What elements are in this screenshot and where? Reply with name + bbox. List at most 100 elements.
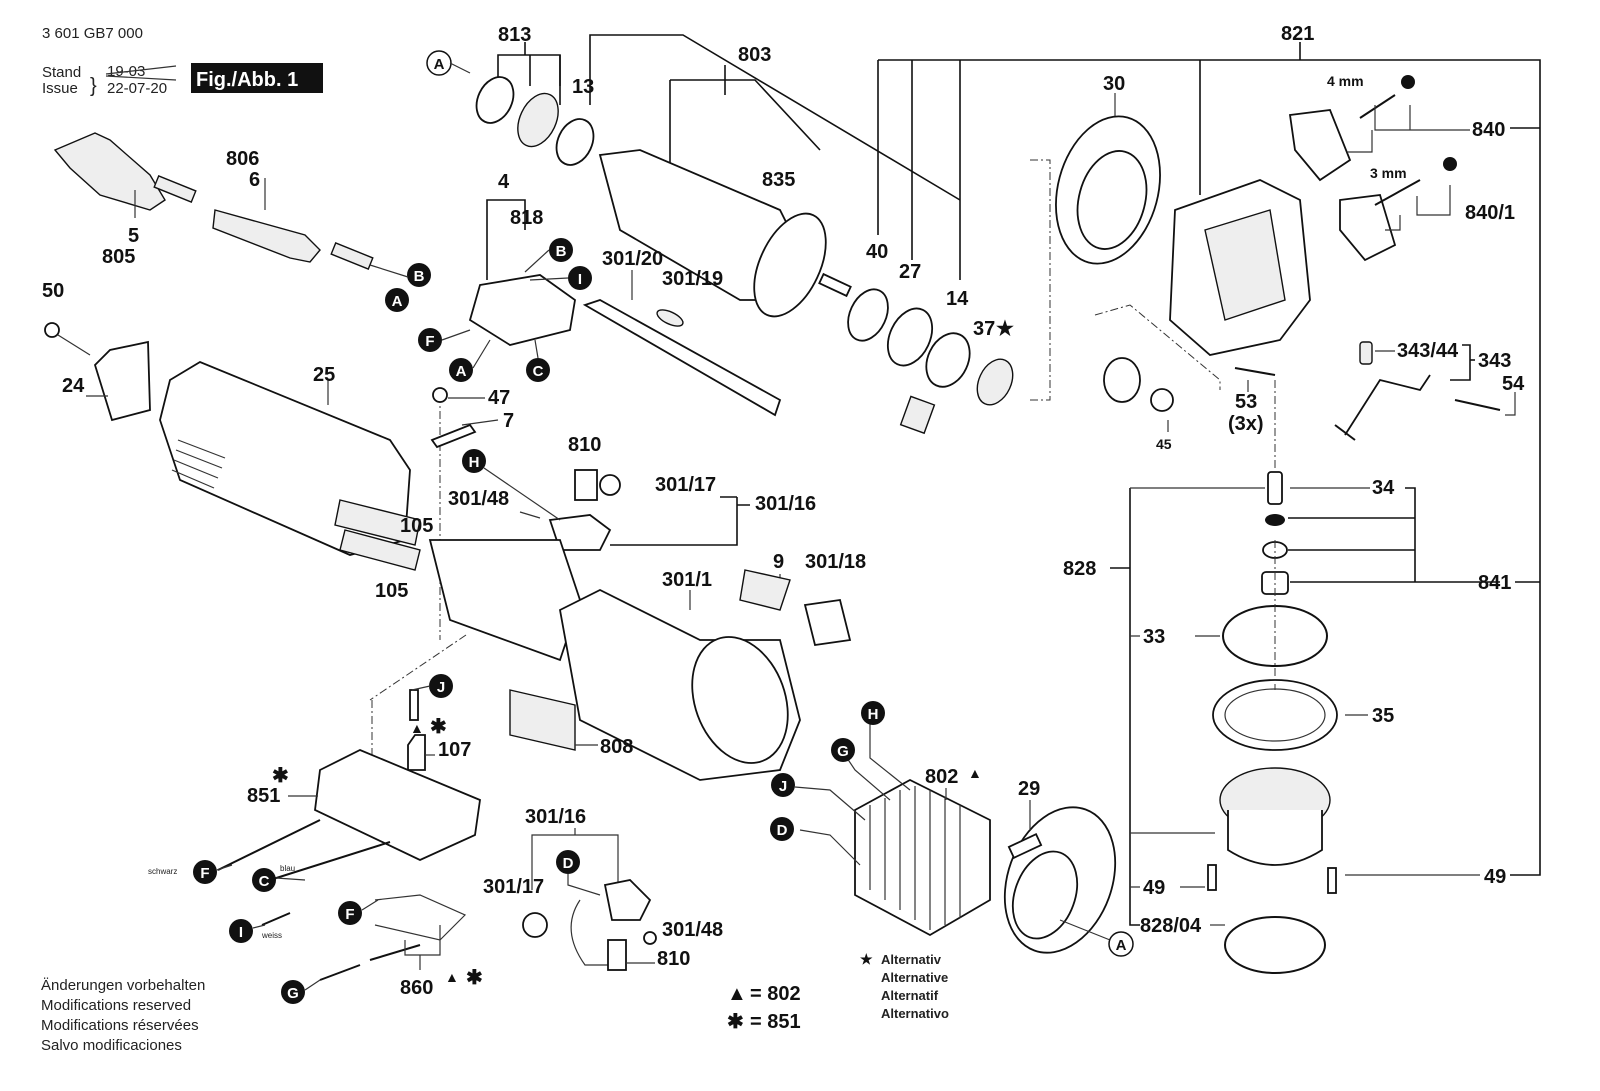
badge-f: F bbox=[193, 860, 217, 884]
bracket-828 bbox=[1129, 488, 1140, 926]
footer-notice: Änderungen vorbehalten Modifications res… bbox=[41, 977, 205, 1054]
badge-b: B bbox=[549, 238, 573, 262]
label-49a: 49 bbox=[1143, 877, 1165, 899]
bracket-821 bbox=[878, 59, 1541, 876]
svg-text:I: I bbox=[578, 271, 582, 288]
asterisk-860: ✱ bbox=[466, 967, 483, 989]
connector-badges: A A B A B I F A C H J F C I F G D H G J … bbox=[193, 50, 1134, 1004]
header: 3 601 GB7 000 Stand Issue } 19-03 22-07-… bbox=[42, 25, 323, 97]
label-810b: 810 bbox=[657, 948, 690, 970]
label-24: 24 bbox=[62, 375, 85, 397]
spring-301-19-part bbox=[656, 309, 684, 327]
sleeve-107-part bbox=[407, 734, 426, 771]
wire-assembly-part bbox=[374, 894, 467, 941]
label-54: 54 bbox=[1502, 373, 1525, 395]
motor-housing-group: 50 24 25 105 105 bbox=[42, 280, 433, 602]
badge-c: C bbox=[252, 868, 276, 892]
asterisk-symbol: ✱ bbox=[430, 716, 447, 738]
svg-text:B: B bbox=[556, 243, 567, 260]
alternative-en: Alternative bbox=[881, 970, 948, 985]
slider-301-20-part bbox=[582, 299, 782, 417]
label-6: 6 bbox=[249, 169, 260, 191]
alternative-fr: Alternatif bbox=[881, 988, 939, 1003]
label-301-48b: 301/48 bbox=[662, 919, 723, 941]
label-105a: 105 bbox=[400, 515, 433, 537]
label-841: 841 bbox=[1478, 572, 1511, 594]
label-860: 860 bbox=[400, 977, 433, 999]
issue-date: 22-07-20 bbox=[107, 80, 167, 97]
brush-holder-group-b: 301/16 301/17 301/48 810 bbox=[483, 806, 723, 971]
label-806: 806 bbox=[226, 148, 259, 170]
badge-f: F bbox=[418, 328, 442, 352]
star-37: ★ bbox=[996, 318, 1014, 340]
wire-color-blue: blau bbox=[280, 864, 295, 873]
spindle-group: 828 34 841 33 35 49 49 828/04 bbox=[1063, 380, 1540, 974]
main-housing-group: 301/1 9 301/18 808 bbox=[509, 551, 866, 781]
gear-head-group: 4 mm 3 mm 840 840/1 45 53 (3x) bbox=[1094, 73, 1540, 452]
symbol-legend: ▲ = 802 ✱ = 851 ★ Alternativ Alternative… bbox=[727, 951, 949, 1033]
field-coil-802-part bbox=[854, 778, 991, 937]
label-14: 14 bbox=[946, 288, 969, 310]
modifications-en: Modifications reserved bbox=[41, 997, 191, 1014]
plate-808-part bbox=[509, 689, 576, 751]
gasket-35-part bbox=[1212, 679, 1338, 751]
label-840: 840 bbox=[1472, 119, 1505, 141]
label-301-1: 301/1 bbox=[662, 569, 712, 591]
label-301-16b: 301/16 bbox=[525, 806, 586, 828]
screw-53-part bbox=[1234, 367, 1276, 376]
label-29: 29 bbox=[1018, 778, 1040, 800]
label-840-1: 840/1 bbox=[1465, 202, 1515, 224]
badge-d: D bbox=[770, 817, 794, 841]
label-808: 808 bbox=[600, 736, 633, 758]
button-301-18-part bbox=[803, 598, 852, 647]
wire-black bbox=[217, 819, 321, 871]
electronics-module-851-part bbox=[314, 749, 481, 861]
screw-49a-part bbox=[1207, 864, 1217, 891]
label-343-44: 343/44 bbox=[1397, 340, 1459, 362]
triangle-860: ▲ bbox=[445, 969, 459, 985]
circlip-40-part bbox=[847, 288, 889, 342]
label-4: 4 bbox=[498, 171, 510, 193]
document-number: 3 601 GB7 000 bbox=[42, 25, 143, 42]
brush-810b-part bbox=[607, 939, 627, 971]
holder-301-16b-part bbox=[603, 879, 652, 921]
label-53-qty: (3x) bbox=[1228, 413, 1264, 435]
needle-bearing-part bbox=[899, 395, 936, 435]
screw-54-part bbox=[1454, 399, 1501, 411]
svg-text:G: G bbox=[837, 743, 849, 760]
label-9: 9 bbox=[773, 551, 784, 573]
fan-part bbox=[753, 212, 827, 318]
label-4mm: 4 mm bbox=[1327, 73, 1364, 89]
spring-301-17-part bbox=[599, 474, 621, 496]
pin-3mm bbox=[1374, 179, 1421, 206]
bearing-37-part bbox=[976, 358, 1014, 406]
svg-text:G: G bbox=[287, 985, 299, 1002]
bearing-14-part bbox=[925, 332, 971, 388]
svg-text:D: D bbox=[777, 822, 788, 839]
legend-triangle-symbol: ▲ bbox=[727, 983, 747, 1005]
legend-star-symbol: ★ bbox=[860, 951, 873, 967]
label-813: 813 bbox=[498, 24, 531, 46]
label-301-17b: 301/17 bbox=[483, 876, 544, 898]
bracket-24-part bbox=[93, 340, 151, 422]
cord-sleeve-part bbox=[212, 209, 321, 263]
label-835: 835 bbox=[762, 169, 795, 191]
stand-label: Stand bbox=[42, 64, 81, 81]
cord-end bbox=[330, 242, 374, 270]
field-group: 802 ▲ 29 bbox=[794, 720, 1117, 954]
nut-45-part bbox=[1150, 388, 1174, 412]
modifications-de: Änderungen vorbehalten bbox=[41, 977, 205, 994]
pinion-part bbox=[1103, 357, 1141, 403]
svg-text:F: F bbox=[425, 333, 434, 350]
label-35: 35 bbox=[1372, 705, 1394, 727]
badge-c: C bbox=[526, 358, 550, 382]
label-34: 34 bbox=[1372, 477, 1395, 499]
switch-group: 4 818 301/20 301/19 47 7 bbox=[430, 171, 782, 640]
legend-asterisk-ref: = 851 bbox=[750, 1011, 801, 1033]
label-301-16a: 301/16 bbox=[755, 493, 816, 515]
screw-301-48b bbox=[643, 931, 657, 945]
label-5: 5 bbox=[128, 225, 139, 247]
brush-810-part bbox=[574, 469, 598, 501]
wire-blue bbox=[269, 841, 391, 881]
